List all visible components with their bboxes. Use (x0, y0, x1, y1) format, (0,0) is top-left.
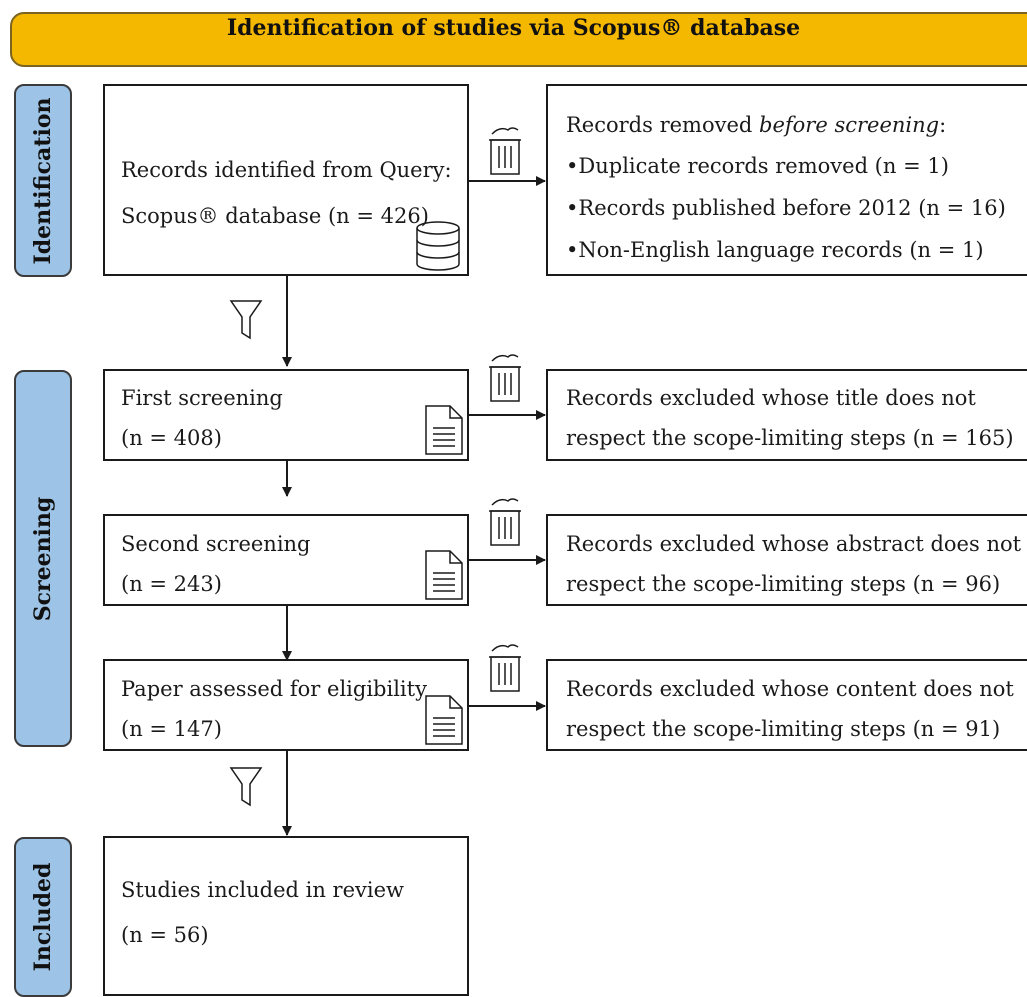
eligibility-excluded-line2: respect the scope-limiting steps (n = 91… (566, 717, 1001, 741)
eligibility-box (103, 659, 469, 751)
records-removed-title: Records removed before screening: (566, 113, 946, 137)
first-screening-label: First screening (121, 386, 283, 410)
document-icon (425, 695, 463, 745)
removed-title-prefix: Records removed (566, 113, 760, 137)
second-screening-label: Second screening (121, 532, 311, 556)
second-screening-count: (n = 243) (121, 572, 222, 596)
eligibility-label: Paper assessed for eligibility (121, 677, 427, 701)
identification-line1: Records identified from Query: (121, 158, 452, 182)
identification-box (103, 84, 469, 276)
document-icon (425, 405, 463, 455)
first-screening-count: (n = 408) (121, 426, 222, 450)
trash-icon (489, 127, 521, 175)
funnel-icon (229, 767, 263, 807)
included-label: Studies included in review (121, 878, 404, 902)
second-screening-box (103, 514, 469, 606)
phase-identification: Identification (14, 84, 72, 277)
removed-item: •Duplicate records removed (n = 1) (566, 154, 949, 178)
trash-icon (489, 644, 521, 692)
second-excluded-box (546, 514, 1027, 606)
flow-connectors (229, 127, 546, 836)
identification-line2: Scopus® database (n = 426) (121, 204, 429, 228)
second-excluded-line2: respect the scope-limiting steps (n = 96… (566, 572, 1001, 596)
first-excluded-line1: Records excluded whose title does not (566, 386, 976, 410)
trash-icon (489, 354, 521, 402)
removed-item: •Non-English language records (n = 1) (566, 238, 984, 262)
eligibility-excluded-line1: Records excluded whose content does not (566, 677, 1014, 701)
included-box (103, 836, 469, 996)
second-excluded-line1: Records excluded whose abstract does not (566, 532, 1022, 556)
database-icon (416, 221, 460, 271)
eligibility-excluded-box (546, 659, 1027, 751)
document-icon (425, 550, 463, 600)
records-removed-box (546, 84, 1027, 276)
removed-title-suffix: : (939, 113, 947, 137)
included-count: (n = 56) (121, 923, 209, 947)
funnel-icon (229, 300, 263, 340)
trash-icon (489, 498, 521, 546)
header-banner (10, 12, 1027, 67)
phase-included: Included (14, 837, 72, 997)
first-screening-box (103, 369, 469, 461)
removed-title-emphasis: before screening (759, 113, 940, 137)
eligibility-count: (n = 147) (121, 717, 222, 741)
header-title: Identification of studies via Scopus® da… (226, 14, 801, 41)
first-excluded-box (546, 369, 1027, 461)
first-excluded-line2: respect the scope-limiting steps (n = 16… (566, 426, 1014, 450)
phase-screening: Screening (14, 370, 72, 747)
removed-item: •Records published before 2012 (n = 16) (566, 196, 1006, 220)
